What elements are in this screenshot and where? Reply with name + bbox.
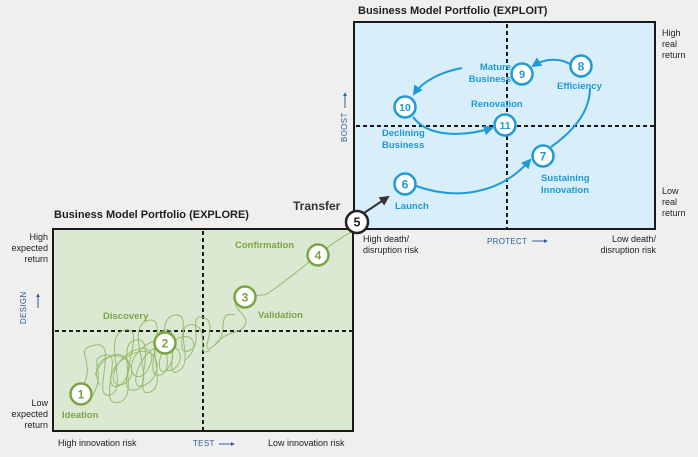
- arrow-9-to-10: [412, 67, 463, 96]
- svg-text:1: 1: [78, 388, 85, 402]
- step-6-circle: 6: [393, 172, 417, 196]
- exploit-x-right-label: Low death/disruption risk: [600, 234, 656, 255]
- svg-text:10: 10: [399, 102, 411, 114]
- svg-text:4: 4: [315, 249, 322, 263]
- step-9-circle: 9: [510, 62, 534, 86]
- arrow-6-to-7: [415, 158, 532, 195]
- boost-axis-label: BOOST: [340, 112, 349, 142]
- arrow-8-to-9: [531, 57, 571, 68]
- svg-text:5: 5: [354, 216, 361, 230]
- explore-x-right-label: Low innovation risk: [268, 438, 345, 448]
- step-7-circle: 7: [531, 144, 555, 168]
- protect-axis-label: PROTECT: [487, 237, 528, 246]
- explore-title: Business Model Portfolio (EXPLORE): [54, 209, 249, 221]
- exploit-title: Business Model Portfolio (EXPLOIT): [358, 5, 548, 17]
- transfer-label: Transfer: [293, 199, 341, 213]
- svg-text:2: 2: [162, 337, 169, 351]
- step-11-label: Renovation: [471, 99, 523, 110]
- step-11-circle: 11: [493, 113, 517, 137]
- step-3-circle: 3: [233, 285, 257, 309]
- step-8-label: Efficiency: [557, 81, 602, 92]
- step-10-circle: 10: [393, 95, 417, 119]
- design-axis-label: DESIGN: [19, 291, 28, 324]
- step-1-circle: 1: [69, 382, 93, 406]
- step-6-label: Launch: [395, 201, 429, 212]
- svg-text:9: 9: [519, 69, 525, 81]
- step-4-circle: 4: [306, 243, 330, 267]
- svg-text:11: 11: [499, 120, 510, 132]
- step-3-label: Validation: [258, 310, 303, 321]
- step-2-circle: 2: [153, 331, 177, 355]
- step-1-label: Ideation: [62, 410, 99, 421]
- svg-text:3: 3: [242, 291, 249, 305]
- arrow-7-to-8: [550, 87, 591, 148]
- exploit-x-left-label: High death/disruption risk: [363, 234, 419, 255]
- svg-text:7: 7: [540, 150, 547, 164]
- step-5-circle: 5: [344, 209, 370, 235]
- transfer-arrow: [360, 195, 390, 216]
- step-2-label: Discovery: [103, 311, 149, 322]
- svg-text:6: 6: [402, 178, 409, 192]
- arrow-10-to-11: [412, 116, 494, 136]
- svg-text:8: 8: [578, 60, 585, 74]
- explore-x-left-label: High innovation risk: [58, 438, 137, 448]
- test-axis-label: TEST: [193, 439, 215, 448]
- step-4-label: Confirmation: [235, 240, 295, 251]
- step-8-circle: 8: [569, 54, 593, 78]
